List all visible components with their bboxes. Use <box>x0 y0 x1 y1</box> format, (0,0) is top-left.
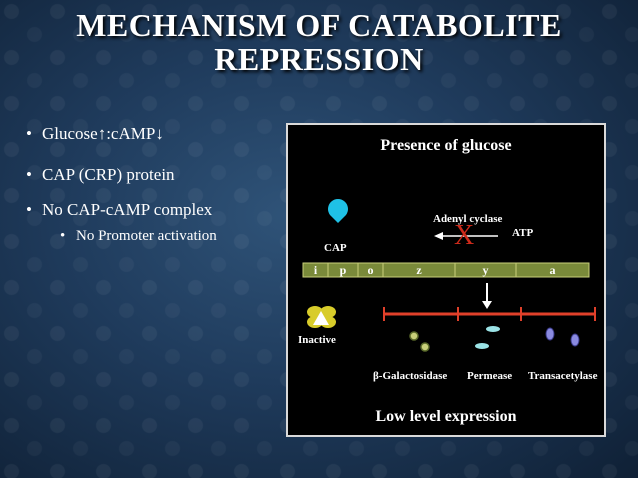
adenyl-cyclase-label: Adenyl cyclase <box>433 213 503 225</box>
diagram-heading: Presence of glucose <box>380 137 512 154</box>
block-x-mark: X <box>454 220 475 251</box>
sub-bullet-item-no-promoter: •No Promoter activation <box>60 228 217 244</box>
transcription-arrow-head <box>482 301 492 309</box>
transacetylase-molecule-icon <box>545 327 555 341</box>
slide-title-line-2: REPRESSION <box>214 41 424 77</box>
galactosidase-molecule-icon <box>409 331 419 341</box>
operon-bar <box>302 262 590 278</box>
atp-label: ATP <box>512 227 534 239</box>
diagram-footer: Low level expression <box>375 408 517 425</box>
galactosidase-molecule-icon <box>420 342 430 352</box>
slide-title-line-1: MECHANISM OF CATABOLITE <box>76 7 562 43</box>
inactive-label: Inactive <box>298 334 336 346</box>
operon-segment-i: i <box>313 263 318 277</box>
inducer-triangle-icon <box>313 311 329 325</box>
transacetylase-molecule-icon <box>570 333 580 347</box>
cap-icon <box>328 199 348 223</box>
permease-molecule-icon <box>486 326 500 332</box>
repressor-icon <box>320 306 336 318</box>
operon-segment-p: p <box>339 263 347 277</box>
operon-segment-o: o <box>367 263 374 277</box>
galactosidase-label: β-Galactosidase <box>373 370 448 382</box>
permease-label: Permease <box>467 370 513 382</box>
bullet-item-glucose: •Glucose↑:cAMP↓ <box>26 124 164 143</box>
operon-segment-y: y <box>482 263 489 277</box>
bullet-item-cap-protein: •CAP (CRP) protein <box>26 165 175 184</box>
slide-title: MECHANISM OF CATABOLITE REPRESSION <box>0 8 638 76</box>
cap-label: CAP <box>324 242 347 254</box>
permease-molecule-icon <box>475 343 489 349</box>
operon-segment-a: a <box>549 263 556 277</box>
bullet-item-no-complex: •No CAP-cAMP complex <box>26 200 213 219</box>
enzyme-arrow-head <box>434 232 443 240</box>
mechanism-diagram: Presence of glucose <box>286 123 606 437</box>
diagram-graphics <box>302 199 596 352</box>
transacetylase-label: Transacetylase <box>528 370 598 382</box>
bullet-text: CAP (CRP) protein <box>42 165 175 184</box>
bullet-text: No CAP-cAMP complex <box>42 200 213 219</box>
operon-segment-z: z <box>416 263 422 277</box>
bullet-text: Glucose↑:cAMP↓ <box>42 124 164 143</box>
bullet-text: No Promoter activation <box>76 228 217 244</box>
